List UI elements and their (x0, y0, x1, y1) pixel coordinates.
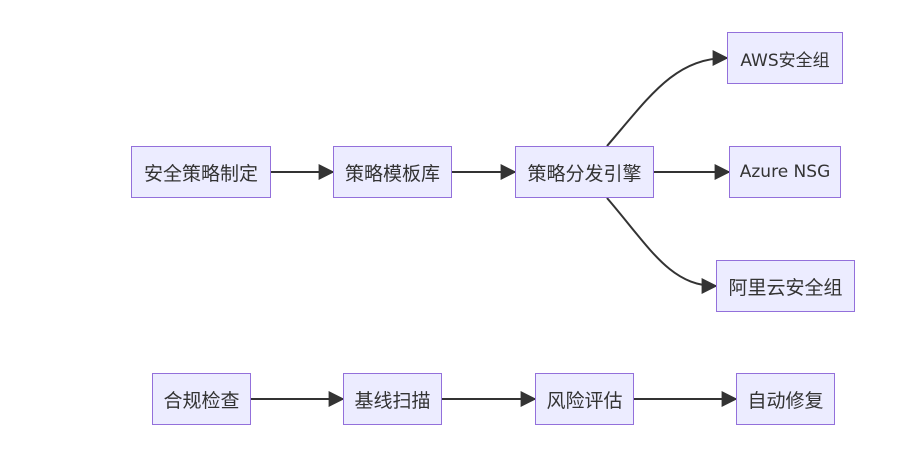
node-aws-sg: AWS安全组 (727, 32, 843, 84)
node-compliance-check: 合规检查 (152, 373, 251, 425)
node-aliyun-sg: 阿里云安全组 (716, 260, 855, 312)
edge-dispatch-engine-to-aws-sg (606, 50, 729, 147)
node-risk-assess: 风险评估 (535, 373, 634, 425)
edge-dispatch-engine-to-aliyun-sg (606, 197, 718, 294)
node-template-lib: 策略模板库 (333, 146, 452, 198)
node-baseline-scan: 基线扫描 (343, 373, 442, 425)
node-policy-define: 安全策略制定 (131, 146, 271, 198)
node-auto-remediate: 自动修复 (736, 373, 835, 425)
node-azure-nsg: Azure NSG (729, 146, 841, 198)
node-dispatch-engine: 策略分发引擎 (515, 146, 654, 198)
